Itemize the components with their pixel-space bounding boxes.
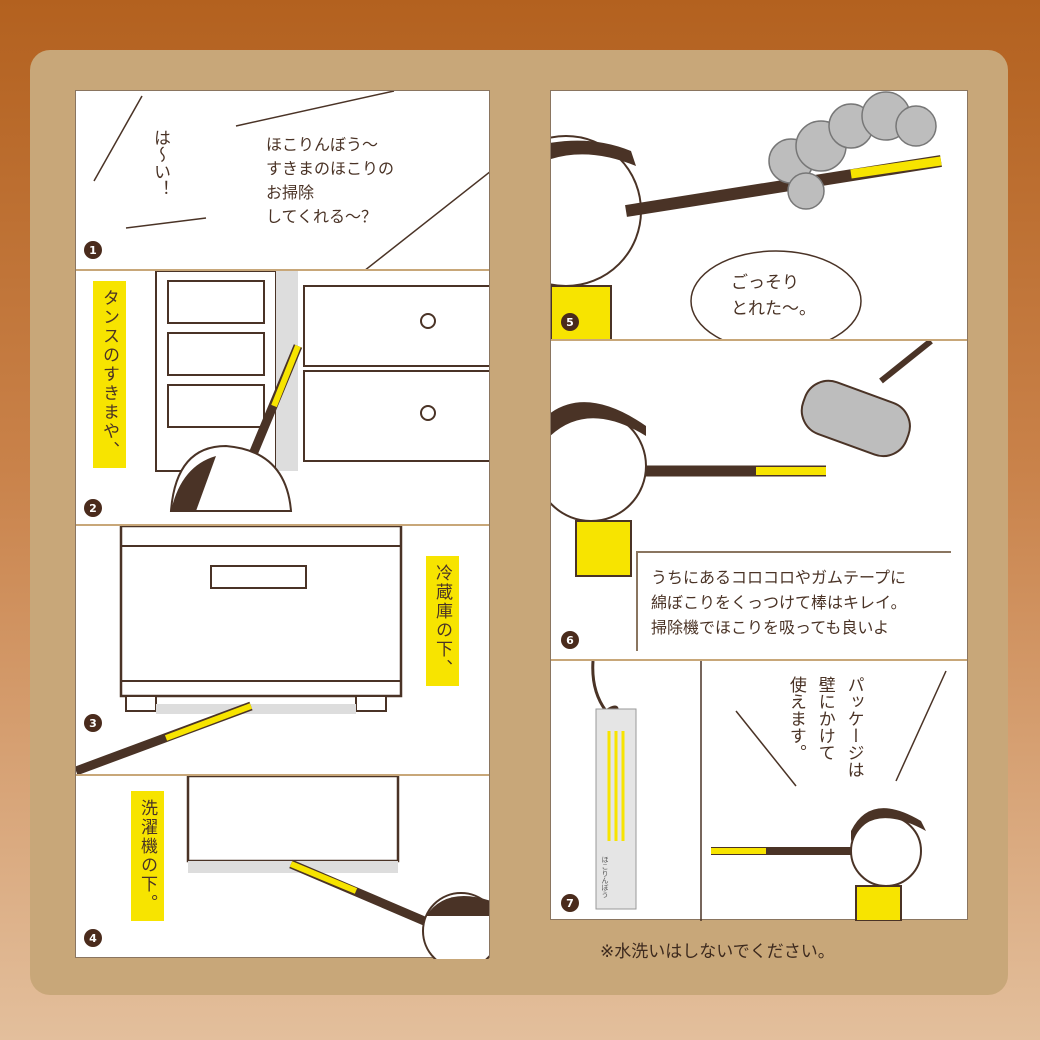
washer-illustration — [186, 776, 489, 959]
footer-note: ※水洗いはしないでください。 — [600, 942, 835, 962]
panel-1: は〜い！ ほこりんぼう〜 すきまのほこりの お掃除 してくれる〜？ 1 — [76, 91, 489, 271]
dust-removed-illustration — [551, 91, 942, 339]
left-comic-column: は〜い！ ほこりんぼう〜 すきまのほこりの お掃除 してくれる〜？ 1 タンスの… — [75, 90, 490, 959]
panel-number: 6 — [561, 631, 579, 649]
panel-number: 3 — [84, 714, 102, 732]
speech-bubble-text: ごっそり とれた〜。 — [731, 271, 816, 322]
caption-line: パッケージは — [843, 676, 864, 778]
request-line: してくれる〜？ — [266, 207, 378, 226]
fridge-illustration — [76, 526, 403, 774]
request-line: お掃除 — [266, 183, 315, 202]
right-comic-column: ごっそり とれた〜。 5 うちにあるコロコロやガムテープに 綿ぼこりをくっつけて… — [550, 90, 968, 921]
caption-line: 綿ぼこりをくっつけて棒はキレイ。 — [651, 592, 907, 612]
panel-7: ほこりんぼう パッケージは 壁にかけて 使えます。 7 — [551, 661, 967, 921]
panel-2: タンスのすきまや、 2 — [76, 271, 489, 526]
request-line: すきまのほこりの — [266, 159, 395, 178]
panel-number: 2 — [84, 499, 102, 517]
speech-line: とれた〜。 — [731, 298, 816, 319]
request-line: ほこりんぼう〜 — [266, 135, 379, 154]
caption-line: 使えます。 — [785, 676, 806, 761]
panel-number: 4 — [84, 929, 102, 947]
panel-number: 5 — [561, 313, 579, 331]
roller-cleaning-illustration — [551, 341, 933, 577]
panel-number: 7 — [561, 894, 579, 912]
reply-text: は〜い！ — [149, 129, 170, 197]
caption-dresser: タンスのすきまや、 — [93, 281, 126, 468]
caption-washer: 洗濯機の下。 — [131, 791, 164, 921]
caption-text: パッケージは 壁にかけて 使えます。 — [781, 676, 868, 778]
panel-4: 洗濯機の下。 4 — [76, 776, 489, 959]
speech-line: ごっそり — [731, 273, 799, 293]
panel-5: ごっそり とれた〜。 5 — [551, 91, 967, 341]
caption-text: うちにあるコロコロやガムテープに 綿ぼこりをくっつけて棒はキレイ。 掃除機でほこ… — [651, 566, 907, 640]
request-text: ほこりんぼう〜 すきまのほこりの お掃除 してくれる〜？ — [266, 133, 394, 229]
caption-line: うちにあるコロコロやガムテープに — [651, 568, 907, 587]
caption-line: 壁にかけて — [814, 676, 835, 761]
caption-line: 掃除機でほこりを吸っても良いよ — [651, 617, 890, 637]
hanging-package-illustration — [591, 661, 947, 921]
dresser-illustration — [155, 271, 489, 512]
panel-3: 冷蔵庫の下、 3 — [76, 526, 489, 776]
panel-number: 1 — [84, 241, 102, 259]
caption-fridge: 冷蔵庫の下、 — [426, 556, 459, 686]
panel-1-speed-lines — [93, 91, 489, 269]
caption-box — [636, 551, 951, 651]
package-label: ほこりんぼう — [601, 856, 609, 898]
panel-6: うちにあるコロコロやガムテープに 綿ぼこりをくっつけて棒はキレイ。 掃除機でほこ… — [551, 341, 967, 661]
